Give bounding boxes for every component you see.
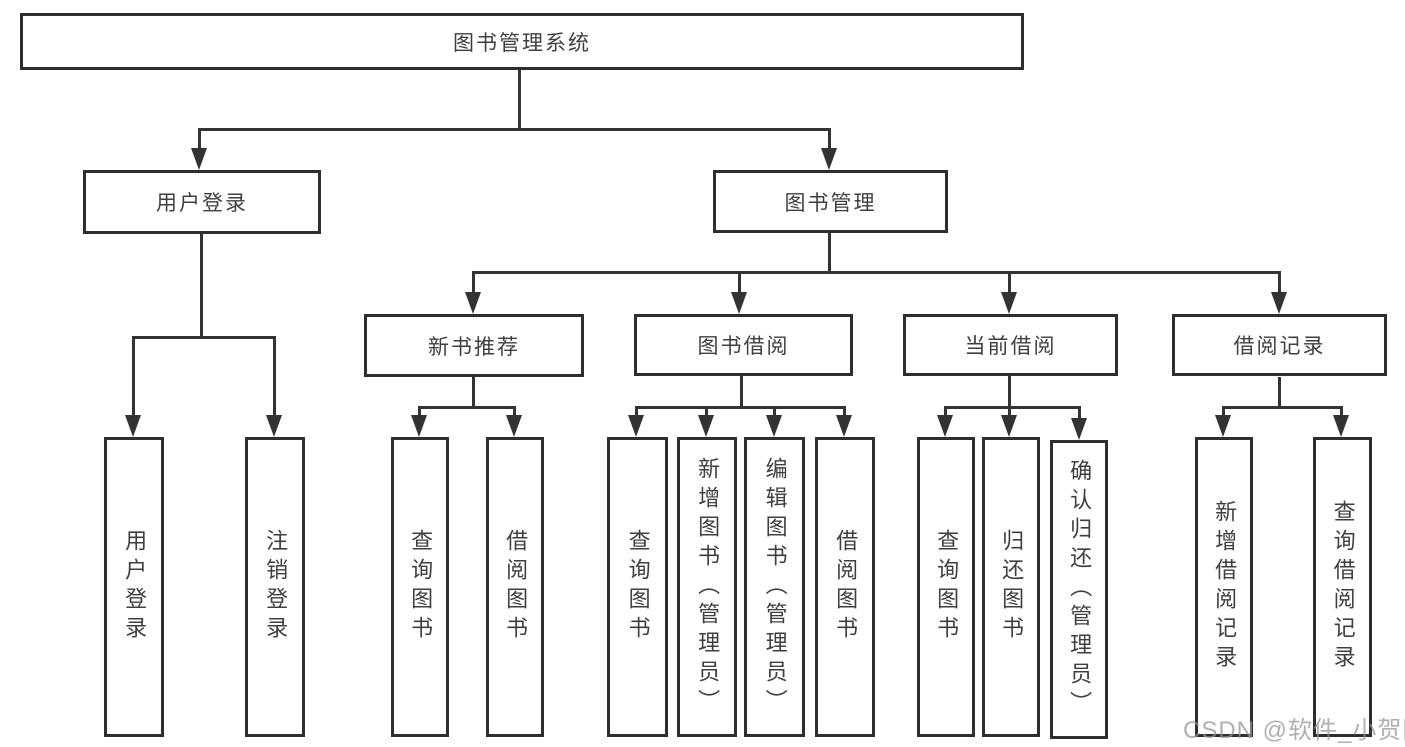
connector-vline bbox=[1222, 406, 1225, 418]
leaf-edit-book-admin: 编辑图书（管理员） bbox=[744, 437, 805, 737]
leaf-label: 编辑图书（管理员） bbox=[762, 456, 788, 718]
leaf-label: 确认归还（管理员） bbox=[1067, 459, 1093, 720]
arrow-down-icon bbox=[266, 415, 282, 437]
leaf-query-books: 查询图书 bbox=[917, 437, 975, 737]
arrow-down-icon bbox=[731, 292, 747, 314]
node-label: 图书管理系统 bbox=[453, 31, 591, 55]
connector-vline bbox=[740, 376, 743, 408]
node-label: 图书借阅 bbox=[697, 335, 790, 358]
leaf-label: 用户登录 bbox=[122, 529, 148, 645]
arrow-down-icon bbox=[1001, 292, 1017, 314]
arrow-down-icon bbox=[506, 415, 522, 437]
node-label: 新书推荐 bbox=[428, 335, 520, 359]
connector-vline bbox=[828, 128, 831, 152]
leaf-query-books: 查询图书 bbox=[607, 437, 668, 737]
leaf-label: 查询图书 bbox=[625, 529, 651, 645]
arrow-down-icon bbox=[766, 415, 782, 437]
arrow-down-icon bbox=[836, 415, 852, 437]
node-label: 图书管理 bbox=[784, 191, 877, 215]
connector-vline bbox=[472, 377, 475, 408]
arrow-down-icon bbox=[1271, 292, 1287, 314]
connector-vline bbox=[1278, 271, 1281, 295]
connector-vline bbox=[198, 128, 201, 152]
connector-hline bbox=[472, 271, 1281, 274]
arrow-down-icon bbox=[628, 415, 644, 437]
connector-vline bbox=[843, 406, 846, 418]
arrow-down-icon bbox=[465, 292, 481, 314]
leaf-query-books: 查询图书 bbox=[391, 437, 449, 737]
leaf-confirm-return-admin: 确认归还（管理员） bbox=[1050, 440, 1108, 739]
leaf-label: 查询图书 bbox=[934, 529, 960, 645]
node-book-borrowing: 图书借阅 bbox=[634, 314, 853, 376]
connector-vline bbox=[418, 406, 421, 418]
node-label: 用户登录 bbox=[156, 192, 248, 215]
arrow-down-icon bbox=[1333, 415, 1349, 437]
leaf-add-book-admin: 新增图书（管理员） bbox=[677, 437, 737, 737]
leaf-label: 归还图书 bbox=[999, 529, 1025, 645]
arrow-down-icon bbox=[125, 415, 141, 437]
connector-hline bbox=[944, 406, 1081, 409]
connector-vline bbox=[1008, 271, 1011, 295]
leaf-label: 借阅图书 bbox=[503, 529, 529, 645]
watermark-text: CSDN @软件_小贺同学 bbox=[1183, 717, 1405, 744]
connector-vline bbox=[635, 406, 638, 418]
leaf-borrow-books: 借阅图书 bbox=[815, 437, 875, 737]
arrow-down-icon bbox=[821, 148, 837, 170]
node-book-management: 图书管理 bbox=[713, 170, 948, 233]
connector-hline bbox=[198, 128, 831, 131]
connector-hline bbox=[132, 336, 276, 339]
connector-hline bbox=[635, 406, 846, 409]
leaf-return-books: 归还图书 bbox=[982, 437, 1040, 737]
leaf-label: 查询图书 bbox=[408, 529, 434, 645]
arrow-down-icon bbox=[191, 148, 207, 170]
leaf-label: 新增借阅记录 bbox=[1212, 500, 1238, 674]
leaf-label: 新增图书（管理员） bbox=[695, 456, 721, 718]
node-label: 当前借阅 bbox=[964, 335, 1057, 358]
connector-vline bbox=[200, 234, 203, 336]
node-label: 借阅记录 bbox=[1233, 335, 1326, 358]
connector-vline bbox=[472, 271, 475, 295]
connector-vline bbox=[773, 406, 776, 418]
node-current-borrowing: 当前借阅 bbox=[903, 314, 1118, 376]
node-user-login: 用户登录 bbox=[83, 170, 321, 234]
connector-vline bbox=[132, 336, 135, 417]
connector-vline bbox=[513, 406, 516, 418]
arrow-down-icon bbox=[698, 415, 714, 437]
leaf-user-login: 用户登录 bbox=[104, 437, 164, 737]
connector-vline bbox=[1078, 406, 1081, 421]
connector-vline bbox=[1340, 406, 1343, 418]
leaf-label: 查询借阅记录 bbox=[1330, 500, 1356, 674]
arrow-down-icon bbox=[1215, 415, 1231, 437]
connector-vline bbox=[518, 69, 521, 128]
connector-vline bbox=[1278, 377, 1281, 408]
connector-vline bbox=[738, 271, 741, 295]
leaf-label: 借阅图书 bbox=[833, 529, 859, 645]
connector-vline bbox=[273, 336, 276, 417]
connector-hline bbox=[418, 406, 516, 409]
connector-vline bbox=[1008, 376, 1011, 418]
leaf-query-borrow-record: 查询借阅记录 bbox=[1313, 437, 1372, 737]
connector-vline bbox=[828, 233, 831, 274]
connector-hline bbox=[1222, 406, 1343, 409]
node-borrow-records: 借阅记录 bbox=[1172, 314, 1387, 376]
arrow-down-icon bbox=[411, 415, 427, 437]
leaf-label: 注销登录 bbox=[263, 529, 289, 645]
node-library-system: 图书管理系统 bbox=[20, 13, 1024, 70]
arrow-down-icon bbox=[1001, 415, 1017, 437]
leaf-logout: 注销登录 bbox=[245, 437, 305, 737]
connector-vline bbox=[705, 406, 708, 418]
node-new-book-recommend: 新书推荐 bbox=[364, 314, 584, 377]
connector-vline bbox=[944, 406, 947, 418]
arrow-down-icon bbox=[937, 415, 953, 437]
arrow-down-icon bbox=[1071, 418, 1087, 440]
leaf-add-borrow-record: 新增借阅记录 bbox=[1195, 437, 1253, 737]
leaf-borrow-books: 借阅图书 bbox=[486, 437, 544, 737]
